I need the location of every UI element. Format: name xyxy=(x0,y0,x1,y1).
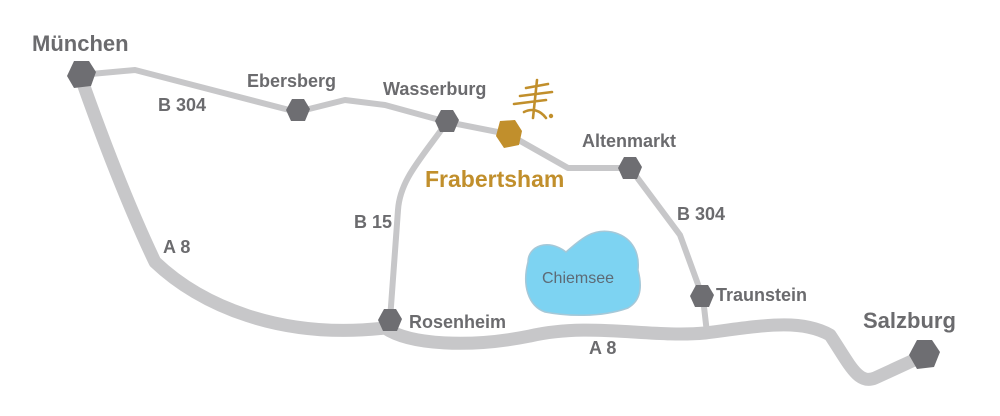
muenchen-node xyxy=(67,61,96,88)
label-b304-east: B 304 xyxy=(677,204,725,224)
label-frabertsham: Frabertsham xyxy=(425,166,564,192)
label-a8-west: A 8 xyxy=(163,237,190,257)
label-a8-south: A 8 xyxy=(589,338,616,358)
ebersberg-node xyxy=(286,99,310,121)
label-altenmarkt: Altenmarkt xyxy=(582,131,676,151)
label-b15: B 15 xyxy=(354,212,392,232)
altenmarkt-node xyxy=(618,157,642,179)
label-traunstein: Traunstein xyxy=(716,285,807,305)
b15-road xyxy=(387,119,450,323)
label-chiemsee: Chiemsee xyxy=(542,270,614,287)
chiemsee-lake xyxy=(524,230,642,316)
rosenheim-node xyxy=(378,309,402,331)
b304-west-road xyxy=(77,67,450,125)
label-rosenheim: Rosenheim xyxy=(409,312,506,332)
label-wasserburg: Wasserburg xyxy=(383,79,486,99)
frabertsham-road xyxy=(444,119,633,171)
label-ebersberg: Ebersberg xyxy=(247,71,336,91)
frabertsham-node xyxy=(496,120,522,148)
a8-motorway xyxy=(73,68,932,386)
label-muenchen: München xyxy=(32,31,129,56)
label-b304-west: B 304 xyxy=(158,95,206,115)
traunstein-node xyxy=(690,285,714,307)
label-salzburg: Salzburg xyxy=(863,308,956,333)
b304-east-road xyxy=(627,165,710,336)
wasserburg-node xyxy=(435,110,459,132)
salzburg-node xyxy=(909,340,940,369)
frabertsham-logo-icon xyxy=(512,78,554,120)
